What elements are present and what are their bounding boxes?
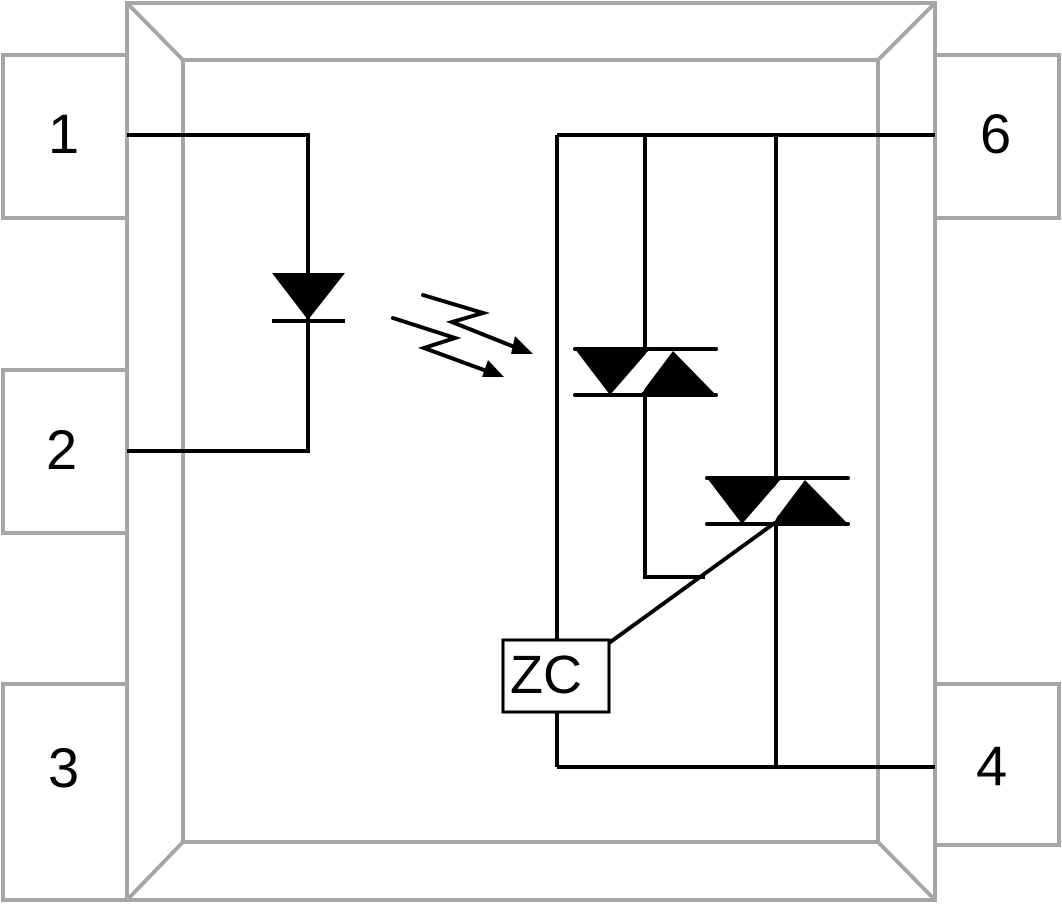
triac-2-icon	[705, 476, 850, 526]
pin-4-label: 4	[976, 734, 1008, 797]
zc-label: ZC	[510, 645, 582, 705]
triac-1-icon	[573, 347, 718, 397]
circuit	[127, 133, 935, 769]
pin-1-label: 1	[48, 102, 80, 165]
pin-6-label: 6	[980, 102, 1012, 165]
light-arrows-icon	[391, 293, 533, 377]
pin-3-label: 3	[48, 736, 80, 799]
zero-cross-box	[501, 638, 611, 714]
pin-2-label: 2	[46, 418, 78, 481]
led-diode-icon	[272, 273, 345, 320]
